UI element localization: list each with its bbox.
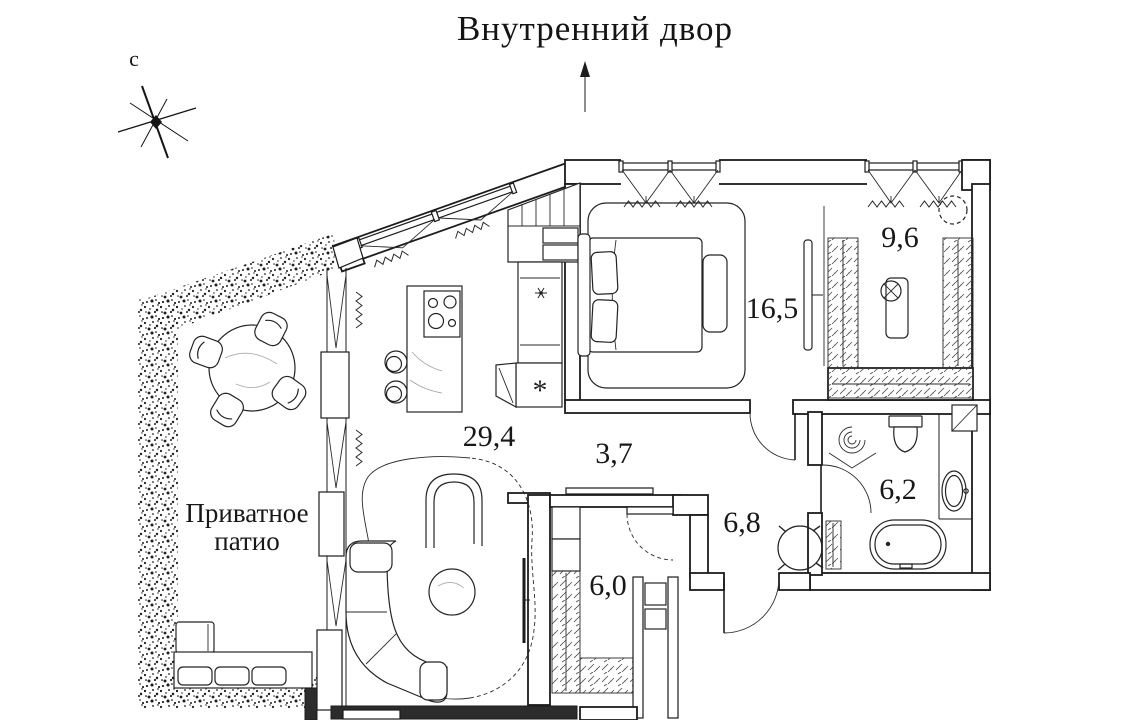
north-wall (564, 158, 991, 208)
bedroom-door (749, 412, 796, 461)
patio-label: Приватное патио (185, 498, 308, 556)
coffee-table (428, 568, 476, 616)
patio-sofa (173, 621, 313, 689)
courtyard-title: Внутренний двор (457, 9, 733, 48)
bar-stools (384, 350, 408, 404)
compass-center (150, 115, 162, 129)
wardrobe-island (880, 277, 909, 339)
room-area-hallway: 3,7 (595, 437, 633, 470)
doors (626, 412, 872, 634)
patio-hedge (138, 234, 340, 708)
south-wall-bathroom (809, 572, 991, 591)
pillow (590, 251, 619, 295)
room-area-hall: 6,8 (723, 506, 761, 539)
patio-glazing-wall (316, 237, 364, 711)
bedroom-tv-icon (803, 239, 823, 351)
patio-dining-set (186, 308, 310, 431)
bed-bench (702, 254, 728, 333)
north-arrow-icon (580, 61, 590, 112)
freezer-icon: * (533, 374, 548, 407)
wardrobe-closets (827, 237, 974, 399)
room-area-labels: 29,4 3,7 16,5 9,6 6,2 6,8 6,0 (463, 221, 919, 602)
cooktop-icon (423, 290, 461, 338)
compass-north-label: с (129, 46, 139, 71)
shower-drain-icon (828, 426, 877, 469)
bath-cabinet (825, 520, 842, 570)
tv-icon (522, 558, 530, 643)
armchair (425, 473, 483, 548)
mirror-icon (938, 195, 968, 225)
kitchen-island (406, 285, 463, 413)
entry-door (723, 577, 780, 634)
toilet-icon (888, 415, 923, 453)
bedroom-window (618, 158, 721, 208)
storage-door (626, 506, 674, 561)
bathroom-fixtures (825, 404, 978, 570)
bathtub-icon (869, 519, 947, 570)
kitchen-tall-units: * (495, 182, 581, 409)
room-area-bathroom: 6,2 (879, 473, 917, 506)
fridge-icon (535, 287, 547, 299)
wardrobe-window (864, 158, 964, 208)
bathroom-door (820, 464, 872, 514)
room-area-wardrobe: 9,6 (881, 221, 919, 254)
hall-table (777, 525, 824, 571)
duct-shaft (951, 404, 978, 432)
patio-name-line2: патио (214, 526, 279, 556)
room-area-storage: 6,0 (589, 569, 627, 602)
east-wall (971, 183, 991, 591)
pillow (590, 299, 619, 343)
washbasin-icon (941, 470, 969, 512)
storage-shelving (551, 506, 679, 719)
bottom-walls (304, 687, 638, 720)
room-area-living: 29,4 (463, 420, 516, 453)
patio-name-line1: Приватное (185, 498, 308, 528)
sofa (345, 540, 448, 703)
bed (577, 233, 703, 357)
room-area-bedroom: 16,5 (746, 292, 799, 325)
compass-rose-icon: с (117, 46, 197, 159)
page-title: Внутренний двор (457, 9, 733, 112)
